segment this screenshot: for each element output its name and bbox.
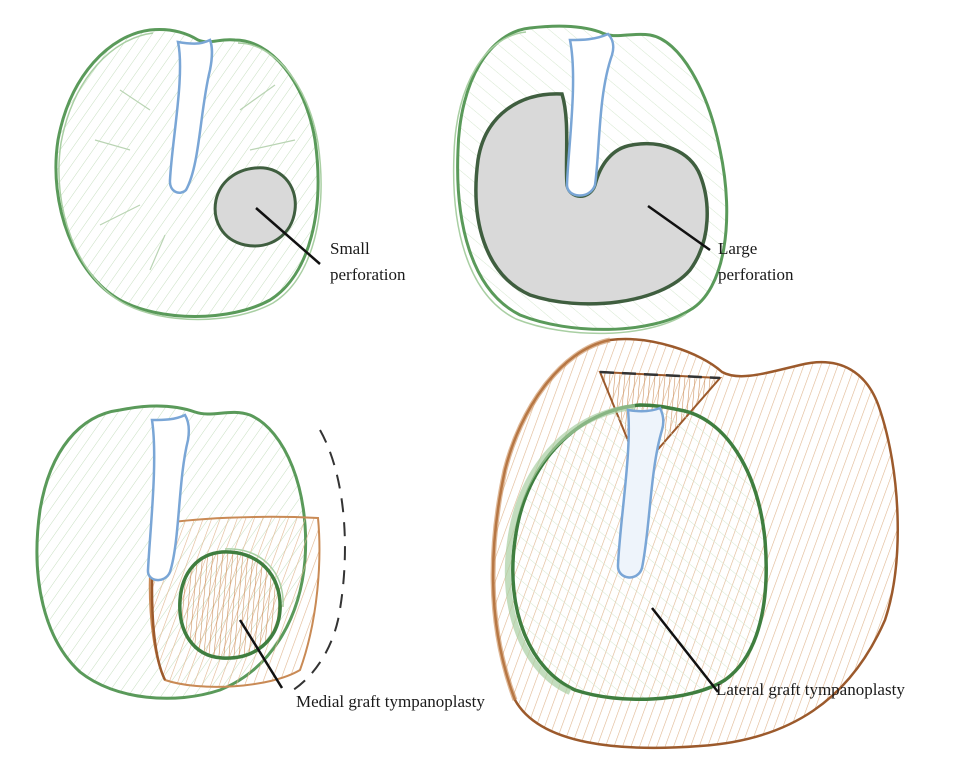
label-line: Lateral graft tympanoplasty [716, 680, 905, 699]
label-line: perforation [330, 265, 406, 285]
label-line: Small [330, 239, 370, 258]
medial-graft-pointer [238, 619, 284, 689]
malleus-handle [616, 406, 665, 579]
panel-medial-graft [35, 404, 346, 700]
small-perforation-pointer [255, 207, 321, 265]
label-large-perforation: Large perforation [718, 236, 794, 289]
label-lateral-graft: Lateral graft tympanoplasty [716, 677, 905, 703]
lateral-graft-pointer [651, 607, 719, 693]
perforation-with-graft [178, 550, 282, 660]
label-line: Large [718, 239, 758, 258]
panel-lateral-graft [490, 337, 899, 750]
label-line: Medial graft tympanoplasty [296, 692, 485, 711]
label-line: perforation [718, 265, 794, 285]
malleus-handle [168, 38, 214, 194]
label-small-perforation: Small perforation [330, 236, 406, 289]
large-perforation-pointer [647, 204, 711, 252]
panel-large-perforation [452, 24, 729, 335]
flap-fold-line [599, 370, 721, 380]
panel-small-perforation [54, 28, 322, 321]
small-perforation-hole [213, 166, 297, 248]
malleus-handle [565, 32, 615, 197]
label-medial-graft: Medial graft tympanoplasty [296, 689, 485, 715]
malleus-handle [146, 413, 191, 582]
dashed-canal-outline [289, 429, 346, 693]
